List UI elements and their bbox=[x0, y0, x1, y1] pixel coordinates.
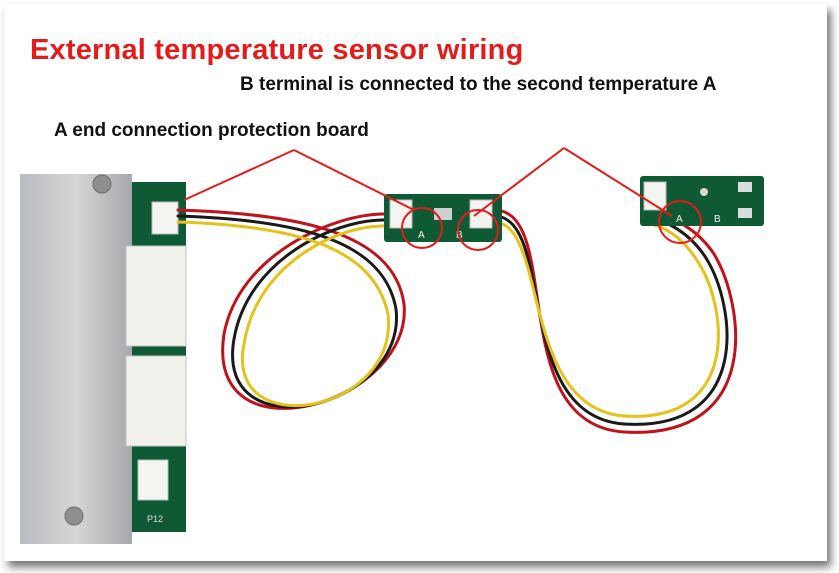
image-frame: P12 A B A bbox=[4, 4, 827, 561]
callout-line bbox=[183, 149, 295, 201]
callout-circle bbox=[658, 200, 702, 244]
caption-b-terminal: B terminal is connected to the second te… bbox=[240, 74, 717, 95]
small-connector bbox=[137, 459, 169, 501]
solder-pad bbox=[738, 208, 752, 218]
balance-connector bbox=[125, 245, 187, 347]
callout-line bbox=[473, 147, 565, 217]
solder-pad bbox=[738, 182, 752, 192]
wire-red bbox=[492, 208, 738, 434]
sensor-chip bbox=[700, 188, 708, 196]
balance-connector bbox=[125, 355, 187, 447]
board-label: P12 bbox=[147, 514, 163, 524]
screw-icon bbox=[64, 506, 84, 526]
sensor-connector bbox=[151, 201, 179, 235]
protection-board: P12 bbox=[20, 174, 187, 544]
terminal-a-label: A bbox=[676, 214, 683, 225]
protection-board-housing bbox=[20, 174, 132, 544]
sensor-board-pcb bbox=[640, 176, 764, 226]
wire-loop-2 bbox=[492, 208, 738, 434]
wiring-photo: P12 A B A bbox=[20, 147, 764, 544]
callout-circle bbox=[457, 209, 499, 251]
wire-black bbox=[492, 214, 729, 426]
screw-icon bbox=[92, 174, 112, 194]
callouts bbox=[183, 147, 702, 251]
wire-red bbox=[176, 208, 406, 410]
callout-line bbox=[293, 149, 415, 211]
callout-circle bbox=[401, 207, 443, 249]
sensor-board-1: A B bbox=[384, 194, 502, 242]
wire-yellow bbox=[176, 220, 390, 407]
terminal-a-label: A bbox=[418, 230, 425, 241]
page-title: External temperature sensor wiring bbox=[30, 34, 524, 66]
wire-loop-1 bbox=[176, 208, 406, 410]
callout-line bbox=[563, 147, 673, 217]
caption-a-end: A end connection protection board bbox=[54, 120, 369, 141]
sensor-board-2: A B bbox=[640, 176, 764, 226]
wire-yellow bbox=[492, 220, 720, 418]
terminal-b-label: B bbox=[714, 214, 721, 225]
